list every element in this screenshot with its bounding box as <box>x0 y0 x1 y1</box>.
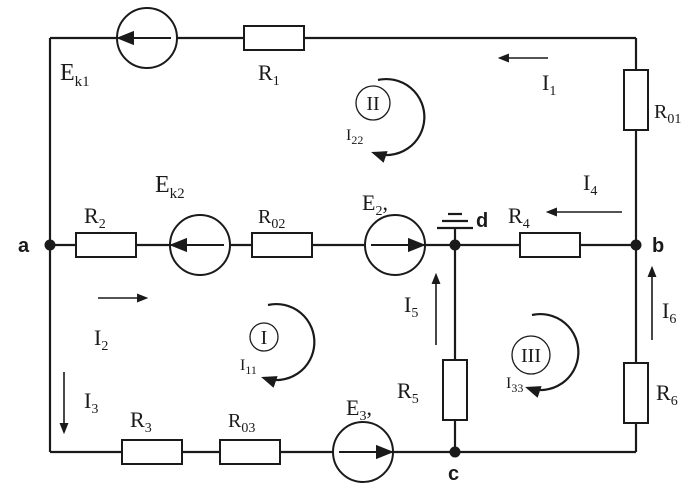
node-c-label: c <box>448 463 459 485</box>
label-i5: I5 <box>404 292 418 321</box>
label-i2: I2 <box>94 325 108 354</box>
label-r02: R02 <box>258 206 285 232</box>
resistor-r3 <box>121 439 183 465</box>
resistor-r4 <box>519 232 581 258</box>
source-e3 <box>332 421 394 483</box>
loop-labels: I I11 II I22 III I33 <box>240 85 551 395</box>
loop-arcs <box>261 78 580 398</box>
loop2-roman: II <box>366 93 379 115</box>
node-labels: a b c d <box>18 210 664 485</box>
node-a-dot <box>44 239 56 251</box>
resistor-r02 <box>251 232 313 258</box>
label-r03: R03 <box>228 410 255 436</box>
label-i1: I1 <box>542 70 556 99</box>
loop3-current: I33 <box>506 375 523 395</box>
node-c-dot <box>449 446 461 458</box>
loop-arc-2 <box>371 78 426 163</box>
label-r1: R1 <box>258 60 280 89</box>
label-r01: R01 <box>654 101 681 127</box>
label-e3: E3, <box>346 395 372 424</box>
label-r6: R6 <box>656 380 678 409</box>
label-i3: I3 <box>84 388 98 417</box>
sources <box>116 7 426 483</box>
label-i6: I6 <box>662 298 676 327</box>
node-a-label: a <box>18 235 30 257</box>
label-ek2: Ek2 <box>155 172 185 202</box>
node-dots <box>44 239 642 458</box>
label-r3: R3 <box>130 407 152 436</box>
current-arrows <box>59 53 657 435</box>
resistor-r03 <box>219 439 281 465</box>
loop3-roman: III <box>521 345 541 367</box>
label-ek1: Ek1 <box>60 60 90 90</box>
label-i4: I4 <box>583 170 597 199</box>
resistor-r5 <box>442 359 468 421</box>
resistors <box>75 25 649 465</box>
loop2-current: I22 <box>346 127 363 147</box>
source-ek1 <box>116 7 178 69</box>
source-ek2 <box>169 214 231 276</box>
loop-arc-1 <box>261 303 316 388</box>
node-d-label: d <box>476 210 488 232</box>
node-d-dot <box>449 239 461 251</box>
source-e2 <box>364 214 426 276</box>
component-labels: Ek1 R1 I1 R01 I4 Ek2 R2 R02 E2, R4 I2 <box>60 60 681 436</box>
node-b-dot <box>630 239 642 251</box>
resistor-r2 <box>75 232 137 258</box>
loop1-roman: I <box>261 327 268 349</box>
label-e2: E2, <box>362 190 388 219</box>
label-r5: R5 <box>397 378 419 407</box>
resistor-r1 <box>243 25 305 51</box>
loop-arc-3 <box>525 313 580 398</box>
node-b-label: b <box>652 235 664 257</box>
label-r4: R4 <box>508 203 530 232</box>
label-r2: R2 <box>84 203 106 232</box>
resistor-r6 <box>623 362 649 424</box>
resistor-r01 <box>623 69 649 131</box>
loop1-current: I11 <box>240 357 257 377</box>
